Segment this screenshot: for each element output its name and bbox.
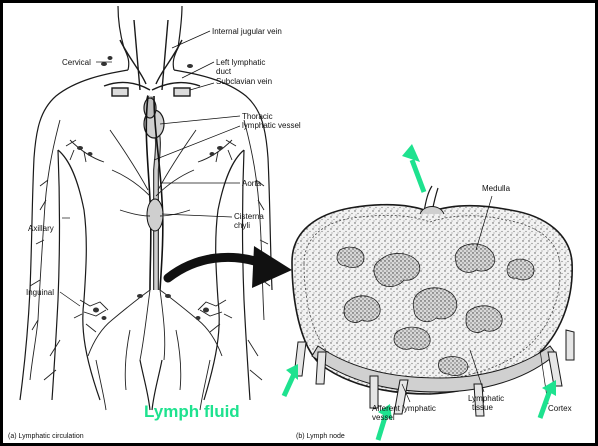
label-cisterna-line2: chyli [234, 221, 250, 230]
label-subclavian-vein: Subclavian vein [216, 77, 272, 86]
label-lymphatic-tissue-line1: Lymphatic [468, 394, 504, 403]
label-thoracic-line1: Thoracic [242, 112, 273, 121]
label-afferent-line2: vessel [372, 413, 395, 422]
label-inguinal: Inguinal [26, 288, 54, 297]
label-cisterna-line1: Cisterna [234, 212, 264, 221]
label-cortex: Cortex [548, 404, 572, 413]
label-left-lymphatic-duct-line1: Left lymphatic [216, 58, 265, 67]
label-afferent-line1: Afferent lymphatic [372, 404, 436, 413]
label-lymphatic-tissue-line2: tissue [472, 403, 493, 412]
label-thoracic-line2: lymphatic vessel [242, 121, 301, 130]
lymph-fluid-highlight: Lymph fluid [144, 402, 240, 422]
label-cervical: Cervical [62, 58, 91, 67]
label-internal-jugular-vein: Internal jugular vein [212, 27, 282, 36]
label-medulla: Medulla [482, 184, 510, 193]
caption-lymph-node: (b) Lymph node [296, 433, 345, 440]
cisterna-chyli [147, 199, 163, 231]
caption-lymphatic-circulation: (a) Lymphatic circulation [8, 433, 84, 440]
label-axillary: Axillary [28, 224, 54, 233]
label-aorta: Aorta [242, 179, 261, 188]
label-left-lymphatic-duct-line2: duct [216, 67, 231, 76]
